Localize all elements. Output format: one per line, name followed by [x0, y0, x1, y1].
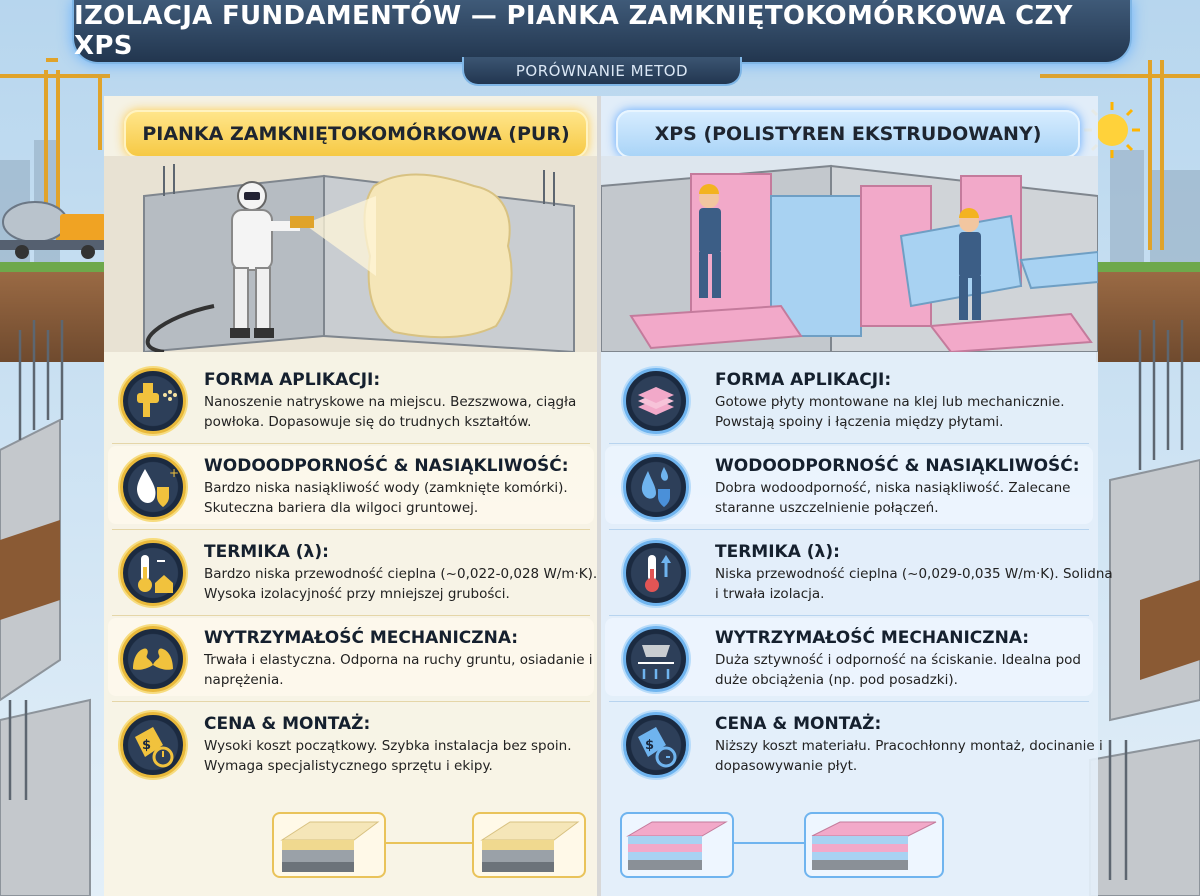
- row-text: Nanoszenie natryskowe na miejscu. Bezszw…: [204, 394, 577, 430]
- foam-sample-right: [472, 812, 586, 878]
- concrete-truck-icon: [0, 201, 106, 259]
- xps-row-thermal: TERMIKA (λ): Niska przewodność cieplna (…: [605, 532, 1113, 610]
- row-title: TERMIKA (λ):: [715, 542, 840, 562]
- separator: [112, 529, 590, 530]
- separator: [112, 615, 590, 616]
- row-text: Bardzo niska nasiąkliwość wody (zamknięt…: [204, 480, 568, 516]
- title-banner: IZOLACJA FUNDAMENTÓW — PIANKA ZAMKNIĘTOK…: [72, 0, 1132, 64]
- row-title: CENA & MONTAŻ:: [204, 714, 371, 734]
- row-title: CENA & MONTAŻ:: [715, 714, 882, 734]
- pur-row-application: FORMA APLIKACJI: Nanoszenie natryskowe n…: [108, 360, 594, 438]
- pur-row-price: $ CENA & MONTAŻ: Wysoki koszt początkowy…: [108, 704, 594, 782]
- row-title: WYTRZYMAŁOŚĆ MECHANICZNA:: [715, 628, 1030, 648]
- separator: [609, 615, 1089, 616]
- water-drop-shield-icon: +: [120, 454, 186, 520]
- sample-connector: [732, 842, 804, 844]
- price-tag-stopwatch-icon: $: [120, 712, 186, 778]
- xps-column-title: XPS (POLISTYREN EKSTRUDOWANY): [616, 110, 1080, 158]
- xps-row-mechanical: WYTRZYMAŁOŚĆ MECHANICZNA: Duża sztywność…: [605, 618, 1093, 696]
- separator: [609, 529, 1089, 530]
- row-title: FORMA APLIKACJI:: [204, 370, 381, 390]
- row-text: Duża sztywność i odporność na ściskanie.…: [715, 652, 1081, 688]
- xps-sample-right: [804, 812, 944, 878]
- pur-row-thermal: TERMIKA (λ): Bardzo niska przewodność ci…: [108, 532, 597, 610]
- xps-row-price: $ CENA & MONTAŻ: Niższy koszt materiału.…: [605, 704, 1103, 782]
- row-title: TERMIKA (λ):: [204, 542, 329, 562]
- worker-right-figure: [959, 208, 981, 320]
- row-text: Wysoki koszt początkowy. Szybka instalac…: [204, 738, 572, 774]
- separator: [112, 443, 590, 444]
- separator: [609, 443, 1089, 444]
- row-title: WODOODPORNOŚĆ & NASIĄKLIWOŚĆ:: [204, 456, 569, 476]
- svg-text:$: $: [142, 738, 151, 753]
- row-title: WODOODPORNOŚĆ & NASIĄKLIWOŚĆ:: [715, 456, 1080, 476]
- row-text: Niska przewodność cieplna (~0,029-0,035 …: [715, 566, 1113, 602]
- price-tag-clock-icon: $: [623, 712, 689, 778]
- xps-sample-left: [620, 812, 734, 878]
- thermometer-house-icon: [120, 540, 186, 606]
- worker-suit-figure: [230, 181, 314, 338]
- row-text: Gotowe płyty montowane na klej lub mecha…: [715, 394, 1065, 430]
- row-title: WYTRZYMAŁOŚĆ MECHANICZNA:: [204, 628, 519, 648]
- pur-row-mechanical: WYTRZYMAŁOŚĆ MECHANICZNA: Trwała i elast…: [108, 618, 594, 696]
- separator: [609, 701, 1089, 702]
- page-title: IZOLACJA FUNDAMENTÓW — PIANKA ZAMKNIĘTOK…: [74, 1, 1073, 61]
- water-drops-shield-icon: [623, 454, 689, 520]
- row-title: FORMA APLIKACJI:: [715, 370, 892, 390]
- row-text: Niższy koszt materiału. Pracochłonny mon…: [715, 738, 1103, 774]
- xps-boards-illustration: [601, 156, 1098, 352]
- foam-layer: [363, 173, 513, 339]
- subtitle-banner: PORÓWNANIE METOD: [462, 57, 742, 86]
- worker-left-figure: [699, 184, 721, 298]
- crane-right-icon: [1040, 60, 1200, 250]
- row-text: Trwała i elastyczna. Odporna na ruchy gr…: [204, 652, 593, 688]
- spray-foam-illustration: [104, 156, 597, 352]
- xps-row-waterproofing: WODOODPORNOŚĆ & NASIĄKLIWOŚĆ: Dobra wodo…: [605, 446, 1093, 524]
- stacked-boards-icon: [623, 368, 689, 434]
- sample-connector: [384, 842, 472, 844]
- weight-compression-icon: [623, 626, 689, 692]
- xps-row-application: FORMA APLIKACJI: Gotowe płyty montowane …: [605, 360, 1093, 438]
- row-text: Bardzo niska przewodność cieplna (~0,022…: [204, 566, 598, 602]
- svg-text:$: $: [645, 738, 654, 753]
- page-subtitle: PORÓWNANIE METOD: [515, 61, 689, 80]
- pur-column-title: PIANKA ZAMKNIĘTOKOMÓRKOWA (PUR): [124, 110, 588, 158]
- spray-gun-icon: [120, 368, 186, 434]
- separator: [112, 701, 590, 702]
- row-text: Dobra wodoodporność, niska nasiąkliwość.…: [715, 480, 1071, 516]
- svg-text:+: +: [169, 466, 179, 480]
- pur-row-waterproofing: + WODOODPORNOŚĆ & NASIĄKLIWOŚĆ: Bardzo n…: [108, 446, 594, 524]
- flexed-arms-icon: [120, 626, 186, 692]
- foam-sample-left: [272, 812, 386, 878]
- column-divider: [597, 96, 601, 896]
- thermometer-arrow-icon: [623, 540, 689, 606]
